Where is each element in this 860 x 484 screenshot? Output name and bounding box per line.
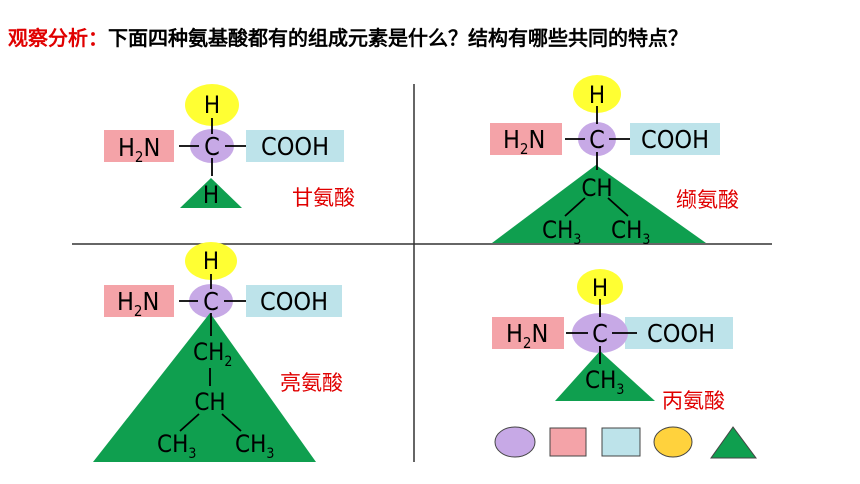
valine-structure: H2N C COOH H CH CH3 CH3 缬氨酸 <box>490 75 739 248</box>
alpha-carbon-label: C <box>204 132 220 161</box>
hydrogen-ellipse <box>185 84 239 126</box>
r-group-triangle <box>180 178 242 208</box>
hydrogen-label: H <box>203 247 219 275</box>
carbon-ellipse <box>190 129 234 163</box>
question: 观察分析：下面四种氨基酸都有的组成元素是什么？结构有哪些共同的特点？ <box>8 22 858 51</box>
r-group-triangle <box>492 165 706 243</box>
amino-box <box>104 285 174 317</box>
carbon-ellipse <box>572 313 628 353</box>
legend-r-group <box>710 426 757 459</box>
r-ch-label: CH <box>194 388 225 416</box>
r-group-hydrogen-label: H <box>203 181 219 209</box>
carboxyl-label: COOH <box>647 319 715 348</box>
carbon-ellipse <box>578 122 616 156</box>
glycine-structure: H2N C COOH H H 甘氨酸 <box>104 84 355 210</box>
amino-box <box>490 123 562 155</box>
hydrogen-label: H <box>592 274 608 302</box>
carboxyl-box <box>625 317 733 349</box>
carboxyl-label: COOH <box>261 132 329 161</box>
r-ch-label: CH <box>581 174 612 202</box>
carboxyl-box <box>630 123 720 155</box>
carboxyl-box <box>246 130 344 162</box>
valine-name: 缬氨酸 <box>676 188 739 212</box>
amino-label: H2N <box>118 133 160 166</box>
carboxyl-label: COOH <box>260 287 328 316</box>
hydrogen-ellipse <box>185 242 237 280</box>
hydrogen-label: H <box>589 81 605 109</box>
legend-carboxyl-group <box>601 427 641 457</box>
legend-alpha-carbon <box>494 426 536 458</box>
question-label: 观察分析： <box>8 26 108 50</box>
hydrogen-label: H <box>204 91 220 119</box>
legend <box>494 426 757 459</box>
leucine-name: 亮氨酸 <box>280 371 343 395</box>
alanine-name: 丙氨酸 <box>662 389 725 413</box>
r-group-triangle <box>555 351 655 401</box>
legend-hydrogen <box>653 426 693 458</box>
carboxyl-label: COOH <box>641 125 709 154</box>
question-text: 下面四种氨基酸都有的组成元素是什么？结构有哪些共同的特点？ <box>108 26 688 50</box>
carbon-ellipse <box>189 284 233 318</box>
r-group-triangle <box>93 313 316 462</box>
glycine-name: 甘氨酸 <box>292 186 355 210</box>
legend-amino-group <box>549 427 587 457</box>
alpha-carbon-label: C <box>589 125 605 154</box>
alpha-carbon-label: C <box>592 319 608 348</box>
amino-box <box>104 130 174 162</box>
leucine-structure: H2N C COOH H CH2 CH CH3 CH3 亮氨酸 <box>93 242 343 462</box>
carboxyl-box <box>246 285 342 317</box>
amino-box <box>492 317 564 349</box>
alpha-carbon-label: C <box>203 287 219 316</box>
hydrogen-ellipse <box>577 269 623 305</box>
alanine-structure: H2N C COOH H CH3 丙氨酸 <box>492 269 733 413</box>
hydrogen-ellipse <box>573 75 621 113</box>
